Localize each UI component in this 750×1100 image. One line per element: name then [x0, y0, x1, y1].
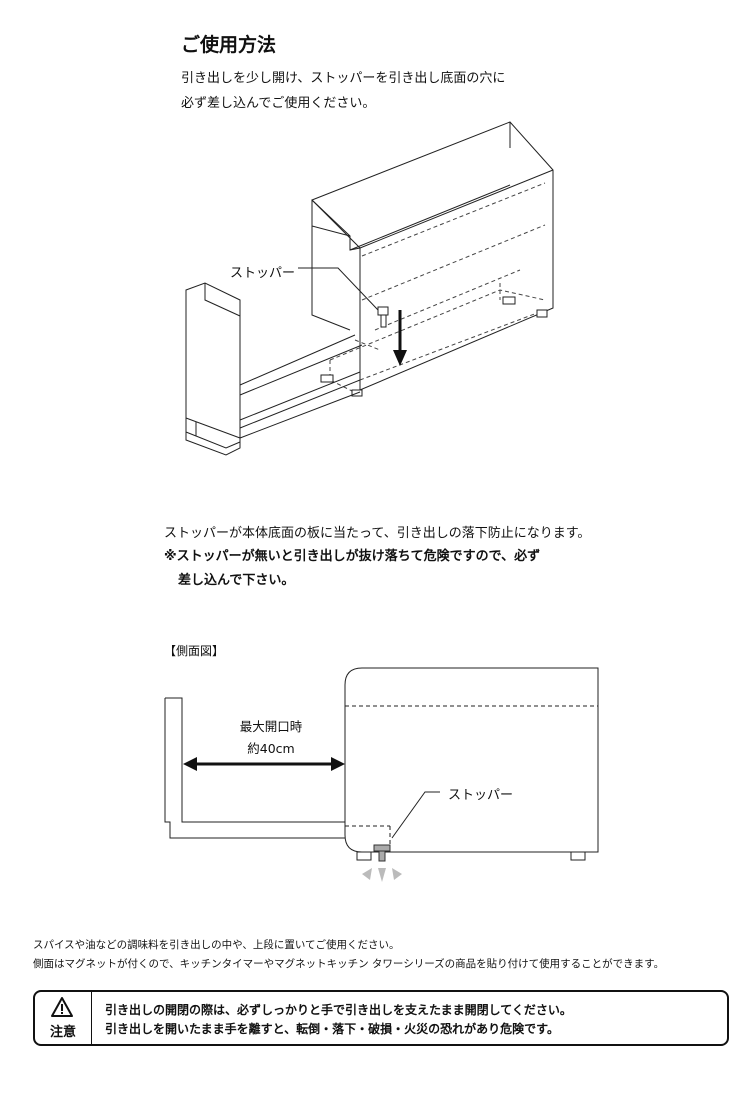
caution-line-2: 引き出しを開いたまま手を離すと、転倒・落下・破損・火災の恐れがあり危険です。: [105, 1022, 559, 1036]
max-open-value: 約40cm: [247, 741, 295, 756]
intro-line-2: 必ず差し込んでご使用ください。: [181, 96, 376, 111]
warning-text: ※ストッパーが無いと引き出しが抜け落ちて危険ですので、必ず 差し込んで下さい。: [164, 545, 540, 593]
usage-tips: スパイスや油などの調味料を引き出しの中や、上段に置いてご使用ください。 側面はマ…: [33, 936, 664, 974]
caution-word: 注意: [49, 1025, 76, 1040]
intro-line-1: 引き出しを少し開け、ストッパーを引き出し底面の穴に: [181, 71, 506, 86]
dimension-arrow: [183, 757, 345, 771]
caution-text: 引き出しの開閉の際は、必ずしっかりと手で引き出しを支えたまま開閉してください。 …: [105, 1001, 572, 1039]
warning-line-2: 差し込んで下さい。: [178, 573, 295, 588]
side-view-diagram: [164, 667, 599, 882]
caution-box: 注意 引き出しの開閉の際は、必ずしっかりと手で引き出しを支えたまま開閉してくださ…: [33, 990, 729, 1046]
impact-marks-icon: [362, 868, 402, 882]
max-open-label: 最大開口時: [239, 719, 303, 734]
warning-line-1: ※ストッパーが無いと引き出しが抜け落ちて危険ですので、必ず: [164, 549, 541, 564]
caution-label-cell: 注意: [35, 992, 92, 1044]
side-view-label: 【側面図】: [164, 644, 225, 658]
warning-triangle-icon: [51, 997, 73, 1017]
caution-line-1: 引き出しの開閉の際は、必ずしっかりと手で引き出しを支えたまま開閉してください。: [105, 1003, 572, 1017]
stopper-screw: [377, 306, 389, 328]
assembly-illustration: [185, 121, 554, 456]
tip-line-2: 側面はマグネットが付くので、キッチンタイマーやマグネットキッチン タワーシリーズ…: [33, 958, 665, 970]
tip-line-1: スパイスや油などの調味料を引き出しの中や、上段に置いてご使用ください。: [33, 939, 400, 951]
page-title: ご使用方法: [181, 34, 277, 56]
intro-text: 引き出しを少し開け、ストッパーを引き出し底面の穴に 必ず差し込んでご使用ください…: [181, 66, 505, 116]
insert-arrow-icon: [393, 310, 407, 366]
stopper-callout-2: ストッパー: [448, 788, 514, 803]
explanation-text: ストッパーが本体底面の板に当たって、引き出しの落下防止になります。: [164, 526, 591, 541]
side-stopper: [373, 844, 391, 862]
stopper-callout-1: ストッパー: [230, 266, 296, 281]
